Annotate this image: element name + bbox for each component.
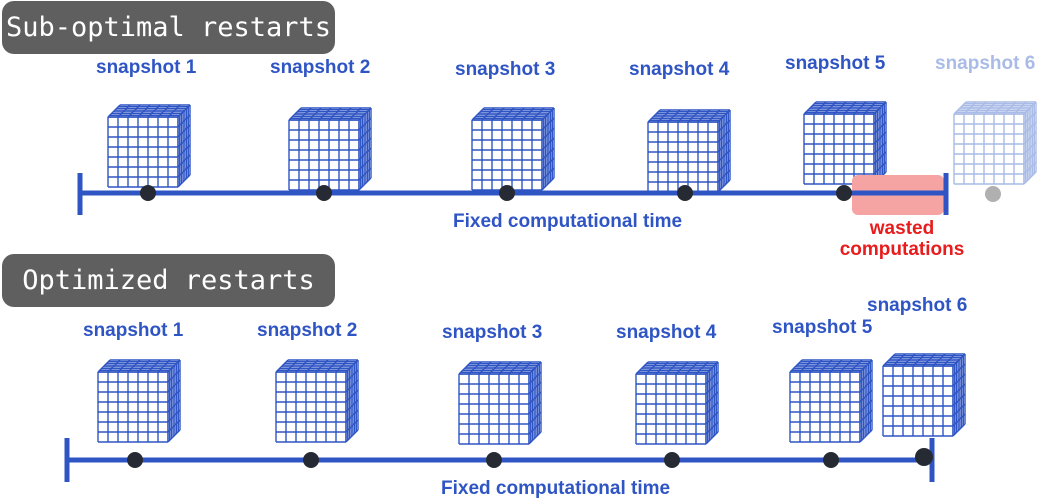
- grid-cube-icon: [288, 107, 372, 191]
- top-snapshot-label: snapshot 2: [270, 57, 371, 78]
- bottom-snapshot-dot: [127, 452, 143, 468]
- top-snapshot-dot: [316, 185, 332, 201]
- top-snapshot-label: snapshot 5: [785, 53, 886, 74]
- bottom-snapshot-label: snapshot 2: [257, 320, 358, 341]
- top-snapshot-dot: [499, 185, 515, 201]
- bottom-time-label: Fixed computational time: [441, 478, 671, 499]
- cubes-layer: [97, 101, 1037, 445]
- bottom-snapshot-dot: [486, 452, 502, 468]
- top-snapshot-label: snapshot 1: [96, 57, 197, 78]
- top-snapshot-dot: [836, 185, 852, 201]
- grid-cube-icon: [97, 359, 181, 443]
- grid-cube-icon: [471, 107, 555, 191]
- top-section-title: Sub-optimal restarts: [2, 1, 335, 54]
- bottom-section-title: Optimized restarts: [2, 254, 335, 307]
- bottom-snapshot-dot: [915, 448, 933, 466]
- grid-cube-icon: [789, 359, 873, 443]
- grid-cube-icon: [647, 109, 731, 193]
- top-snapshot-label: snapshot 4: [629, 59, 730, 80]
- wasted-computations-label: wasted computations: [822, 218, 982, 260]
- grid-cube-icon: [635, 361, 719, 445]
- bottom-snapshot-label: snapshot 5: [772, 317, 873, 338]
- top-snapshot-label-faded: snapshot 6: [935, 53, 1036, 74]
- bottom-snapshot-label: snapshot 3: [442, 322, 543, 343]
- top-time-label: Fixed computational time: [453, 211, 683, 232]
- bottom-snapshot-dot: [664, 452, 680, 468]
- bottom-snapshot-label: snapshot 1: [83, 320, 184, 341]
- bottom-snapshot-label: snapshot 4: [616, 322, 717, 343]
- wasted-label-line2: computations: [839, 239, 965, 260]
- top-snapshot-dot-faded: [985, 186, 1001, 202]
- grid-cube-icon: [803, 101, 887, 185]
- grid-cube-icon: [882, 353, 966, 437]
- top-snapshot-dot: [677, 185, 693, 201]
- top-snapshot-dot: [140, 185, 156, 201]
- grid-cube-icon: [275, 359, 359, 443]
- top-snapshot-label: snapshot 3: [455, 59, 556, 80]
- bottom-snapshot-dot: [823, 452, 839, 468]
- grid-cube-icon-faded: [953, 101, 1037, 185]
- bottom-snapshot-label: snapshot 6: [867, 295, 968, 316]
- grid-cube-icon: [458, 361, 542, 445]
- bottom-snapshot-dot: [303, 452, 319, 468]
- wasted-label-line1: wasted: [869, 218, 935, 239]
- grid-cube-icon: [107, 104, 191, 188]
